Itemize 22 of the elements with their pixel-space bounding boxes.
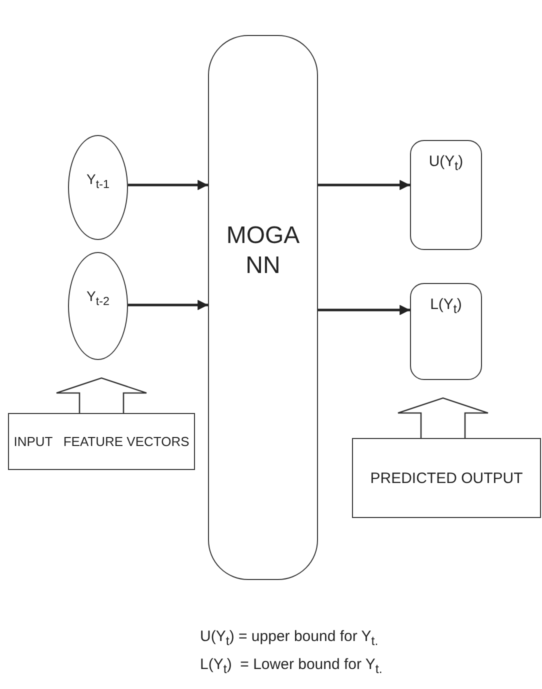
arrow (318, 180, 410, 190)
model-box (208, 35, 318, 580)
node-label: MOGA NN (225, 221, 301, 281)
node-label: Y$_{t-2}$ (86, 288, 110, 308)
node-label: INPUT FEATURE VECTORS (14, 434, 190, 449)
arrow (128, 300, 208, 310)
node-label: PREDICTED OUTPUT (370, 470, 523, 486)
input-node-ellipse (68, 135, 128, 240)
output-label-box (352, 438, 541, 518)
input-label-box (8, 413, 195, 470)
legend-note: L(Y$_{t}$) = Lower bound for Y$_{t.}$ (200, 656, 382, 676)
output-box (410, 140, 482, 250)
arrow (318, 304, 410, 316)
node-label: Y$_{t-1}$ (86, 171, 110, 191)
input-node-ellipse (68, 252, 128, 360)
node-label: L(Y$_{t}$) (430, 296, 462, 316)
block-arrow (56, 377, 148, 414)
legend-note: U(Y$_{t}$) = upper bound for Y$_{t.}$ (200, 628, 378, 648)
output-box (410, 283, 482, 380)
node-label: U(Y$_{t}$) (428, 153, 464, 173)
arrow (128, 180, 208, 190)
block-arrow (397, 397, 489, 439)
